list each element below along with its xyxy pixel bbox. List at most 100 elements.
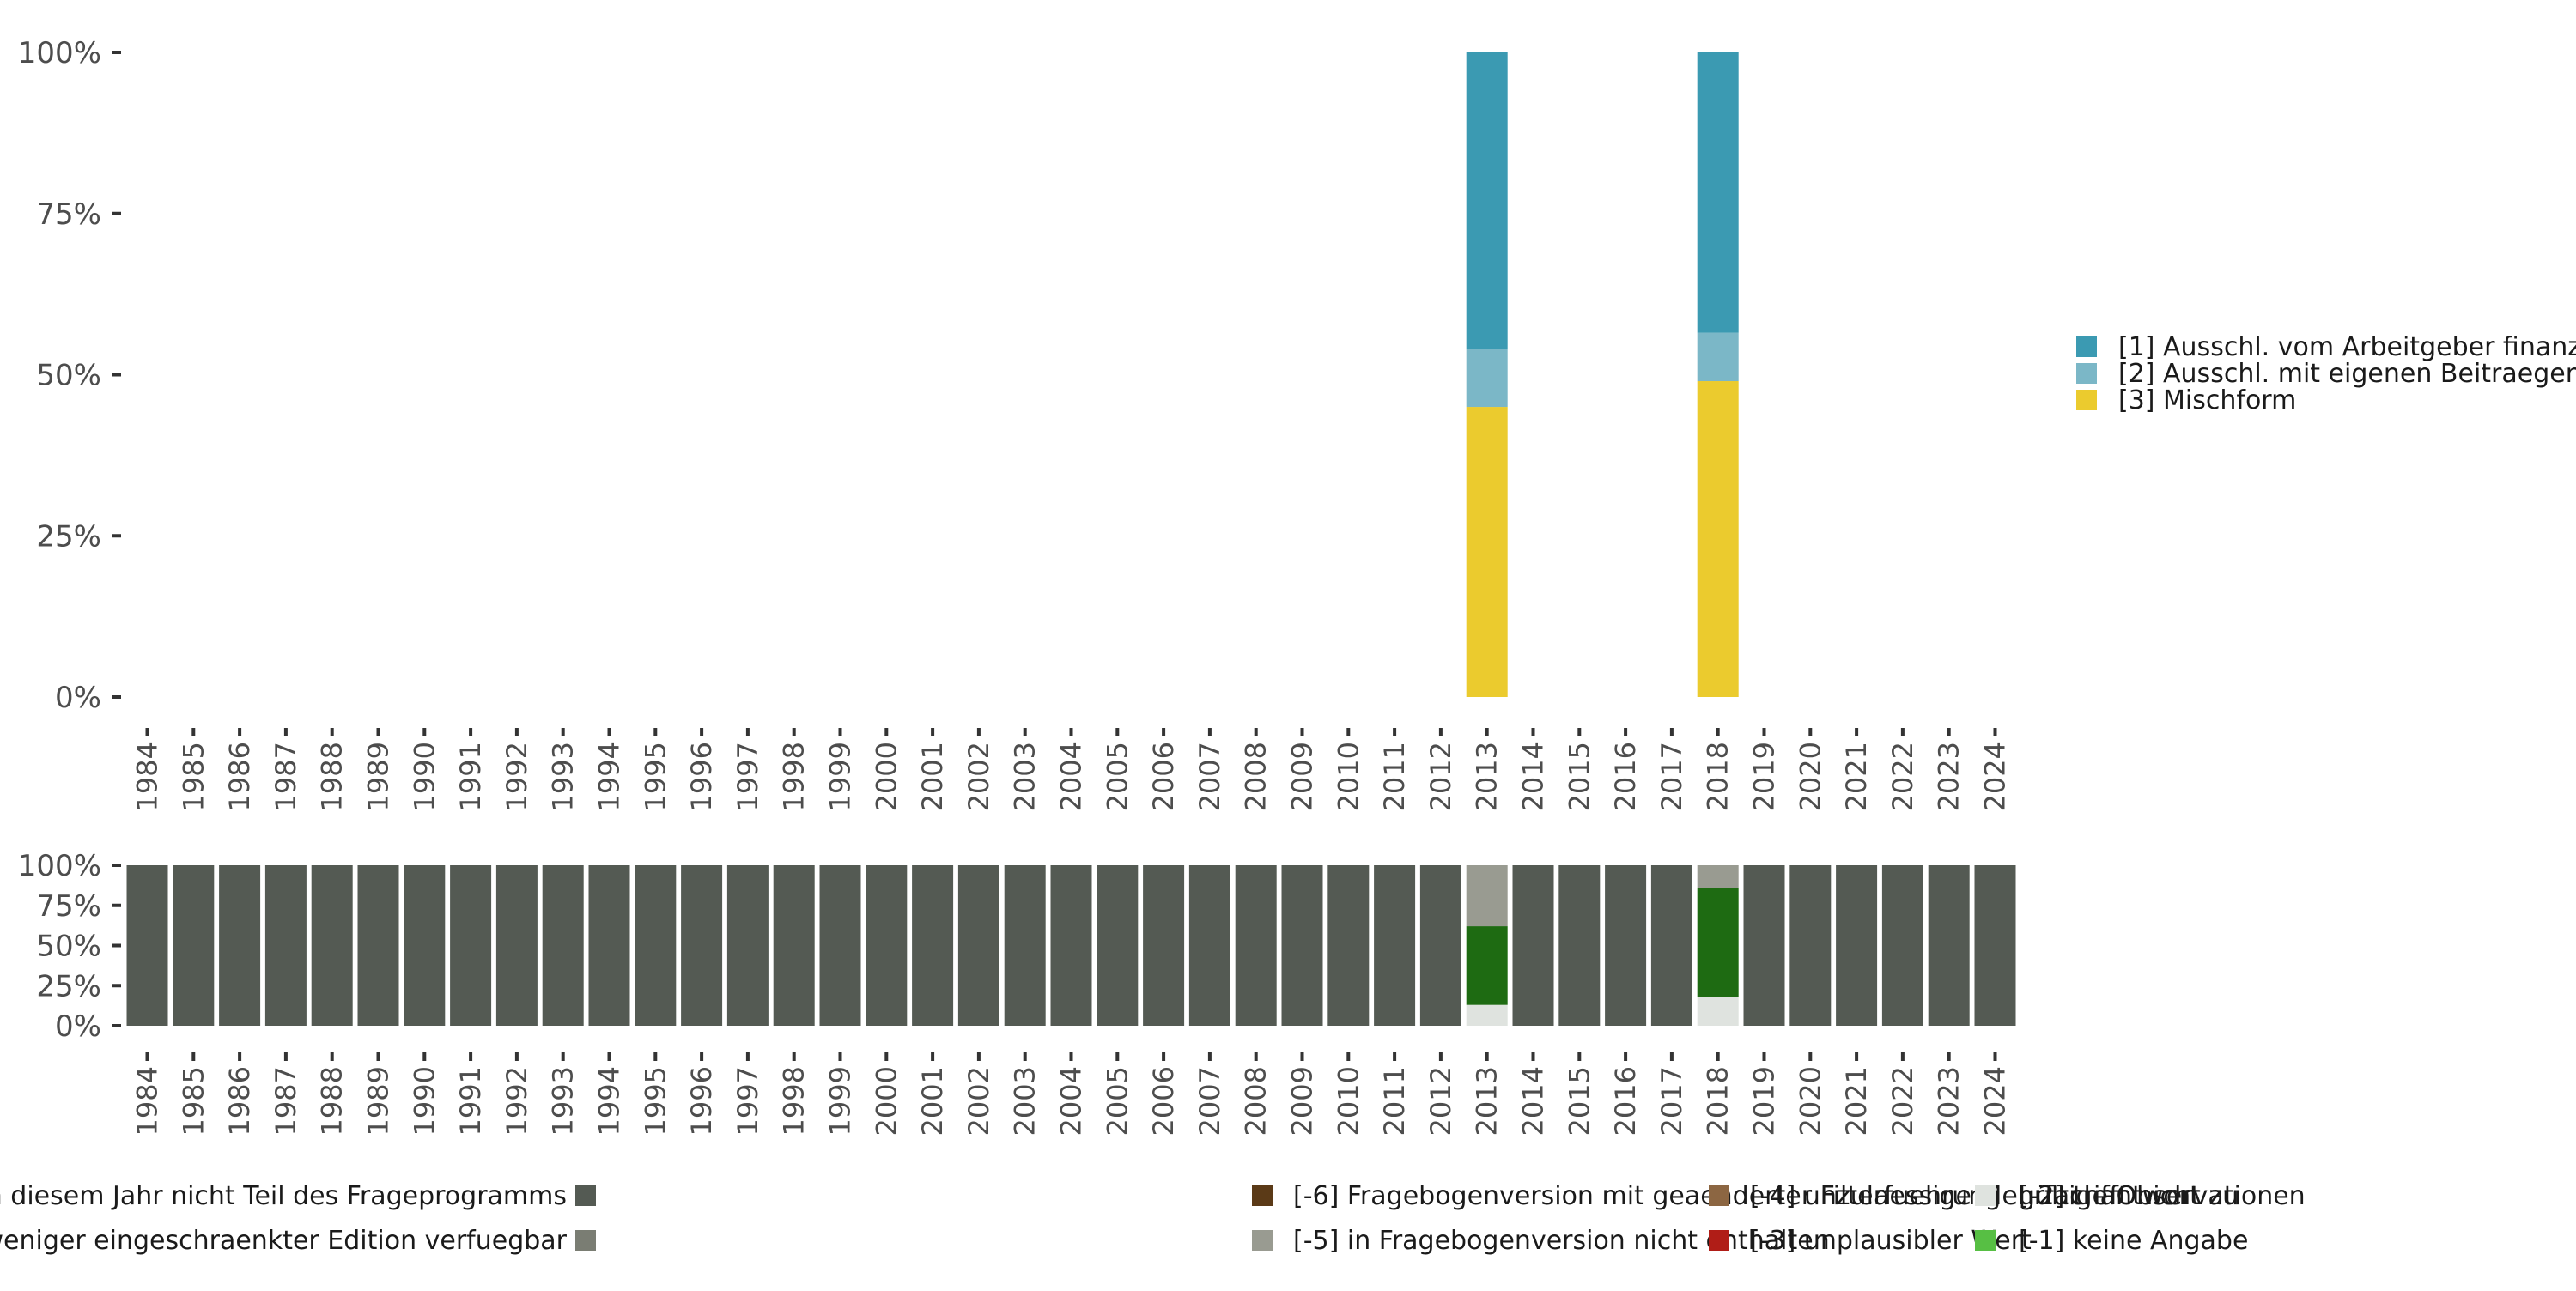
bar-segment-2006-s3 [1143,865,1185,1026]
x-tick-label: 2004 [1055,742,1088,811]
bar-segment-2001-s3 [912,865,954,1026]
bar-segment-1997-s3 [726,865,769,1026]
bar-segment-1986-s3 [219,865,261,1026]
bar-segment-1998-s3 [773,865,815,1026]
legend-label: gültige Observationen [2019,1181,2306,1211]
x-tick-label: 1996 [685,742,718,811]
bar-segment-1985-s3 [173,865,215,1026]
y-tick-label: 50% [36,359,101,393]
bar-segment-1987-s3 [264,865,307,1026]
legend-label: [-7] Nur in weniger eingeschraenkter Edi… [0,1226,568,1256]
x-tick-label: 1995 [639,742,671,811]
bar-segment-2009-s3 [1281,865,1323,1026]
x-tick-label: 1984 [131,1066,164,1136]
y-tick-label: 25% [36,519,101,554]
bar-segment-2018-s0 [1697,997,1739,1026]
bar-segment-2021-s3 [1836,865,1878,1026]
x-tick-label: 2019 [1748,742,1781,811]
x-tick-label: 2001 [916,742,949,811]
x-tick-label: 1993 [547,742,580,811]
legend-swatch [2076,363,2097,384]
x-tick-label: 1986 [223,742,256,811]
y-tick-label: 0% [55,1009,101,1044]
bar-segment-2003-s3 [1004,865,1046,1026]
bar-segment-2023-s3 [1928,865,1970,1026]
x-tick-label: 2024 [1979,1066,2012,1136]
x-tick-label: 1994 [593,1066,626,1136]
bar-segment-2004-s3 [1050,865,1092,1026]
y-tick-label: 100% [18,849,101,883]
x-tick-label: 2017 [1656,1066,1688,1136]
x-tick-label: 1999 [824,1066,857,1136]
x-tick-label: 1996 [685,1066,718,1136]
bar-segment-2017-s3 [1650,865,1692,1026]
legend-swatch [1252,1230,1273,1251]
x-tick-label: 2002 [963,742,995,811]
x-tick-label: 2007 [1194,1066,1226,1136]
x-tick-label: 2022 [1886,1066,1919,1136]
y-tick-label: 75% [36,197,101,232]
bar-segment-2016-s3 [1605,865,1647,1026]
x-tick-label: 1987 [270,742,302,811]
bar-segment-1984-s3 [126,865,168,1026]
x-tick-label: 2020 [1794,1066,1826,1136]
bar-segment-1999-s3 [819,865,861,1026]
bar-segment-1993-s3 [542,865,584,1026]
x-tick-label: 1998 [778,742,811,811]
bar-segment-2013-s1 [1466,926,1508,1005]
bar-segment-2005-s3 [1097,865,1139,1026]
x-tick-label: 2013 [1471,1066,1504,1136]
bar-segment-2022-s3 [1881,865,1923,1026]
x-tick-label: 2012 [1425,742,1457,811]
bar-segment-2013-s1 [1466,349,1508,408]
x-tick-label: 2006 [1147,742,1180,811]
y-tick-label: 100% [18,36,101,70]
legend-label: [1] Ausschl. vom Arbeitgeber finanziert [2118,332,2576,362]
x-tick-label: 1990 [408,742,440,811]
legend-label: [-8] Frage in diesem Jahr nicht Teil des… [0,1181,567,1211]
x-tick-label: 2020 [1794,742,1826,811]
x-tick-label: 2012 [1425,1066,1457,1136]
legend-label: [-5] in Fragebogenversion nicht enthalte… [1293,1226,1830,1256]
bar-segment-2019-s3 [1743,865,1785,1026]
bar-segment-1991-s3 [450,865,492,1026]
x-tick-label: 2009 [1286,742,1319,811]
bar-segment-2018-s2 [1697,52,1739,333]
x-tick-label: 2024 [1979,742,2012,811]
x-tick-label: 1998 [778,1066,811,1136]
x-tick-label: 2001 [916,1066,949,1136]
x-tick-label: 2021 [1840,742,1873,811]
bar-segment-1992-s3 [495,865,538,1026]
x-tick-label: 2008 [1240,1066,1273,1136]
y-tick-label: 75% [36,889,101,924]
x-tick-label: 2006 [1147,1066,1180,1136]
bar-segment-1995-s3 [635,865,677,1026]
bar-segment-2018-s0 [1697,381,1739,697]
x-tick-label: 2018 [1702,742,1735,811]
x-tick-label: 2000 [870,1066,902,1136]
x-tick-label: 1985 [177,1066,210,1136]
x-tick-label: 1987 [270,1066,302,1136]
x-tick-label: 2010 [1332,742,1364,811]
x-tick-label: 1991 [454,1066,487,1136]
bar-segment-2002-s3 [957,865,999,1026]
x-tick-label: 2014 [1517,1066,1550,1136]
bar-segment-1996-s3 [681,865,723,1026]
x-tick-label: 2003 [1009,1066,1042,1136]
x-tick-label: 2007 [1194,742,1226,811]
legend-swatch [2076,336,2097,357]
x-tick-label: 1993 [547,1066,580,1136]
x-tick-label: 2014 [1517,742,1550,811]
bar-segment-2015-s3 [1558,865,1601,1026]
legend-swatch [2076,390,2097,410]
bar-segment-2013-s0 [1466,407,1508,697]
x-tick-label: 2023 [1933,1066,1965,1136]
bar-segment-2013-s2 [1466,865,1508,927]
bar-segment-2012-s3 [1419,865,1461,1026]
x-tick-label: 1989 [362,742,395,811]
bar-segment-2013-s0 [1466,1004,1508,1026]
x-tick-label: 2003 [1009,742,1042,811]
x-tick-label: 1985 [177,742,210,811]
